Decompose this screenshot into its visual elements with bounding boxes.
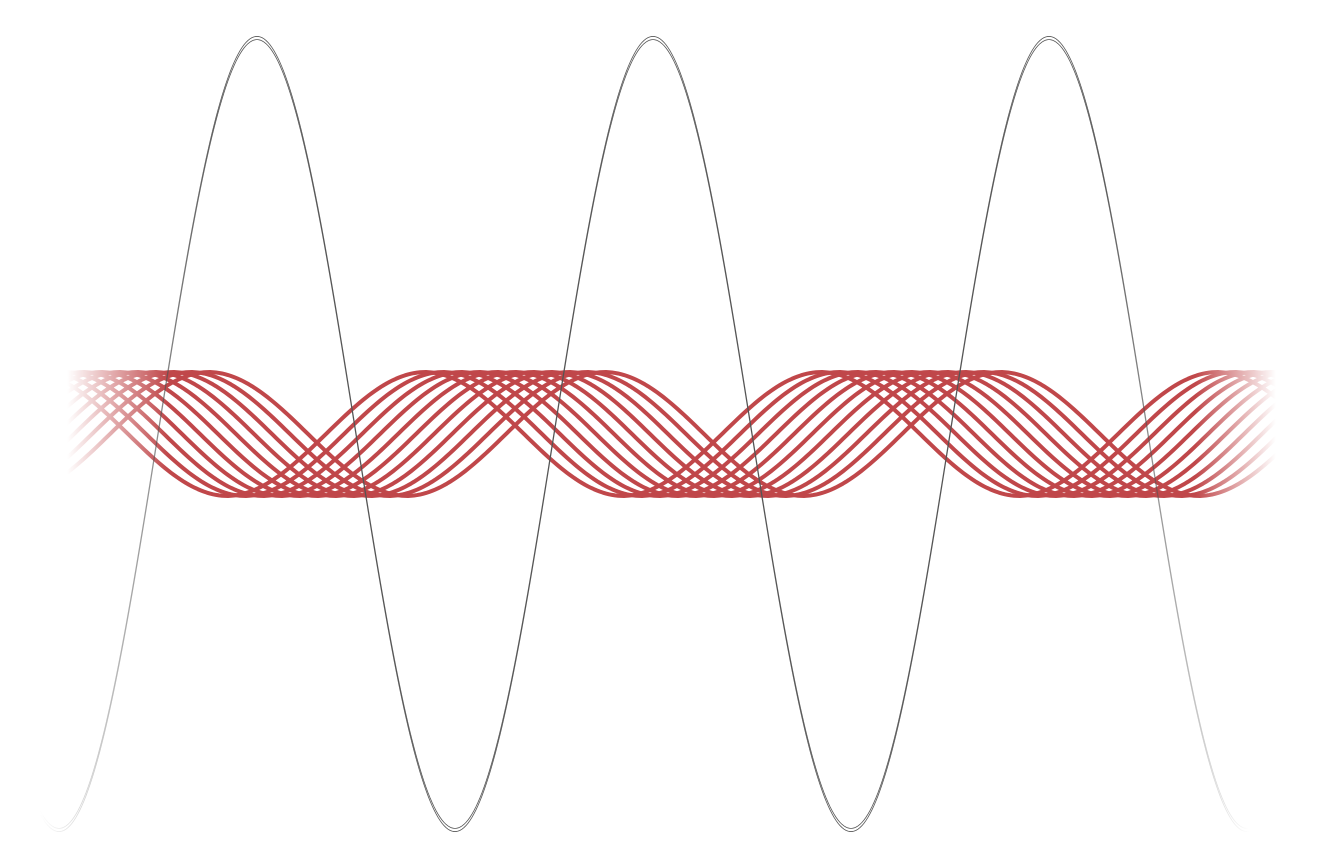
braided-wave-strands bbox=[0, 370, 1343, 498]
braid-strand bbox=[0, 370, 1343, 498]
braid-strand bbox=[0, 370, 1343, 498]
thin-sine-wave bbox=[0, 36, 1343, 832]
thin-wave-line bbox=[0, 36, 1343, 829]
braid-strand bbox=[0, 370, 1342, 498]
braid-strand bbox=[0, 370, 1343, 498]
thin-wave-line bbox=[0, 39, 1343, 832]
braid-strand bbox=[0, 370, 1342, 498]
braid-strand bbox=[0, 370, 1342, 498]
